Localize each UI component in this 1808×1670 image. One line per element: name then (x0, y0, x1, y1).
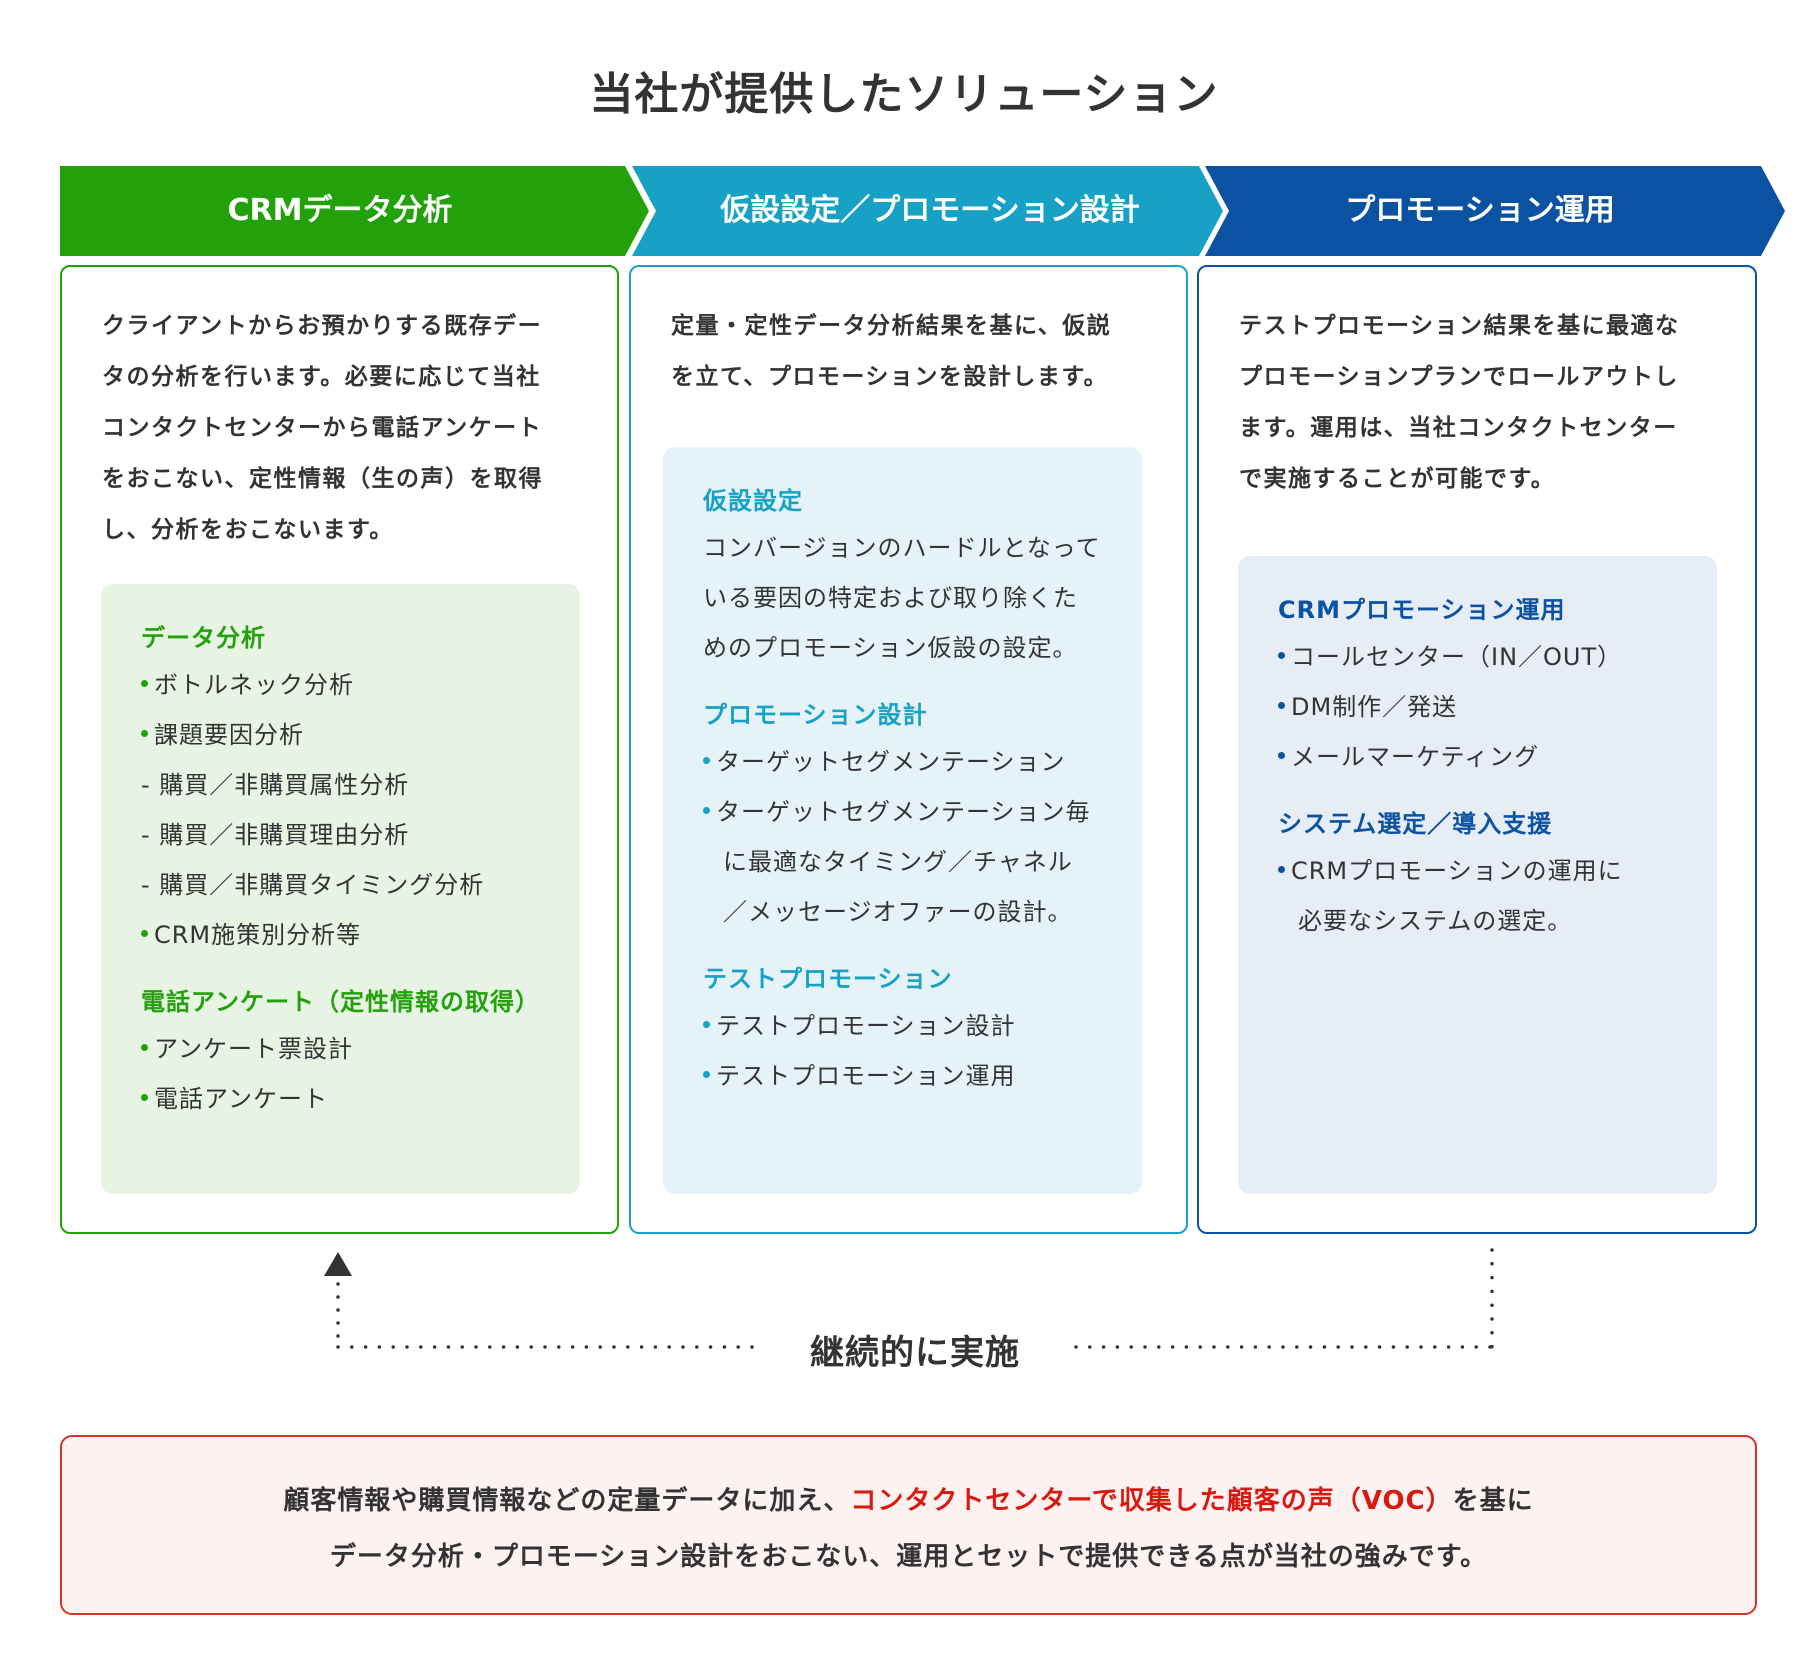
list-item: ボトルネック分析 (141, 660, 580, 710)
bullet-icon (1278, 865, 1285, 873)
bullet-icon (703, 1020, 710, 1028)
list-item: 電話アンケート (141, 1074, 580, 1124)
step-3-detail-box: CRMプロモーション運用 コールセンター（IN／OUT） DM制作／発送 メール… (1238, 556, 1717, 1194)
step-3-arrow (1205, 166, 1785, 256)
step-2-arrow (632, 166, 1223, 256)
desc-line: テストプロモーション結果を基に最適な (1239, 313, 1680, 339)
desc-line: プロモーションプランでロールアウトし (1239, 364, 1679, 390)
summary-text: を基に (1452, 1486, 1534, 1516)
bullet-icon (1278, 751, 1285, 759)
desc-line: ます。運用は、当社コンタクトセンター (1239, 415, 1678, 441)
step-3-panel: テストプロモーション結果を基に最適な プロモーションプランでロールアウトし ます… (1197, 265, 1757, 1234)
strength-summary-box: 顧客情報や購買情報などの定量データに加え、コンタクトセンターで収集した顧客の声（… (60, 1435, 1757, 1615)
desc-line: タの分析を行います。必要に応じて当社 (102, 364, 541, 390)
desc-line: をおこない、定性情報（生の声）を取得 (102, 466, 543, 492)
step-2-label: 仮設設定／プロモーション設計 (720, 193, 1140, 228)
list-item: ターゲットセグメンテーション毎 (703, 787, 1142, 837)
step-2-panel: 定量・定性データ分析結果を基に、仮説 を立て、プロモーションを設計します。 仮設… (629, 265, 1188, 1234)
arrow-up-icon (324, 1252, 352, 1276)
step-1-detail-box: データ分析 ボトルネック分析 課題要因分析 - 購買／非購買属性分析 - 購買／… (101, 584, 580, 1194)
section-heading: データ分析 (141, 624, 266, 652)
section-heading: システム選定／導入支援 (1278, 810, 1553, 838)
bullet-icon (703, 806, 710, 814)
bullet-icon (141, 1043, 148, 1051)
list-item: DM制作／発送 (1278, 682, 1717, 732)
bullet-icon (703, 756, 710, 764)
bullet-icon (1278, 701, 1285, 709)
section-heading: 仮設設定 (703, 487, 803, 515)
section-heading: CRMプロモーション運用 (1278, 596, 1566, 624)
list-item: CRMプロモーションの運用に (1278, 846, 1717, 896)
bullet-icon (703, 1070, 710, 1078)
list-item: ターゲットセグメンテーション (703, 737, 1142, 787)
process-arrow-band (60, 166, 1785, 256)
step-1-arrow (60, 166, 649, 256)
bullet-icon (141, 679, 148, 687)
list-item-continuation: 必要なシステムの選定。 (1298, 907, 1573, 935)
list-item-continuation: に最適なタイミング／チャネル (723, 848, 1073, 876)
bullet-icon (141, 1093, 148, 1101)
summary-text: 顧客情報や購買情報などの定量データに加え、 (283, 1486, 851, 1516)
list-item: 課題要因分析 (141, 710, 580, 760)
text-line: コンバージョンのハードルとなって (703, 534, 1101, 562)
step-1-label: CRMデータ分析 (227, 193, 453, 228)
section-heading: テストプロモーション (703, 965, 953, 993)
list-item: アンケート票設計 (141, 1024, 580, 1074)
text-line: いる要因の特定および取り除くた (703, 584, 1078, 612)
desc-line: クライアントからお預かりする既存デー (102, 313, 543, 339)
list-item: CRM施策別分析等 (141, 910, 580, 960)
list-item-continuation: ／メッセージオファーの設計。 (723, 898, 1073, 926)
section-heading: 電話アンケート（定性情報の取得） (141, 988, 541, 1016)
step-2-detail-box: 仮設設定 コンバージョンのハードルとなって いる要因の特定および取り除くた めの… (663, 447, 1142, 1194)
step-3-description: テストプロモーション結果を基に最適な プロモーションプランでロールアウトし ます… (1239, 301, 1680, 505)
list-item: メールマーケティング (1278, 732, 1717, 782)
list-item: テストプロモーション運用 (703, 1051, 1142, 1101)
bullet-icon (141, 729, 148, 737)
desc-line: を立て、プロモーションを設計します。 (671, 364, 1109, 390)
step-1-panel: クライアントからお預かりする既存デー タの分析を行います。必要に応じて当社 コン… (60, 265, 619, 1234)
desc-line: 定量・定性データ分析結果を基に、仮説 (671, 313, 1112, 339)
step-1-description: クライアントからお預かりする既存デー タの分析を行います。必要に応じて当社 コン… (102, 301, 543, 556)
sub-list-item: - 購買／非購買タイミング分析 (141, 871, 485, 899)
text-line: めのプロモーション仮設の設定。 (703, 634, 1078, 662)
list-item: テストプロモーション設計 (703, 1001, 1142, 1051)
step-3-label: プロモーション運用 (1345, 193, 1615, 228)
bullet-icon (141, 929, 148, 937)
loop-label: 継続的に実施 (810, 1333, 1020, 1373)
desc-line: コンタクトセンターから電話アンケート (102, 415, 543, 441)
loop-arrow (324, 1248, 1494, 1349)
step-2-description: 定量・定性データ分析結果を基に、仮説 を立て、プロモーションを設計します。 (671, 301, 1111, 403)
list-item: コールセンター（IN／OUT） (1278, 632, 1717, 682)
sub-list-item: - 購買／非購買理由分析 (141, 821, 410, 849)
bullet-icon (1278, 651, 1285, 659)
page-title: 当社が提供したソリューション (589, 69, 1219, 120)
desc-line: で実施することが可能です。 (1239, 466, 1556, 492)
summary-line-1: 顧客情報や購買情報などの定量データに加え、コンタクトセンターで収集した顧客の声（… (62, 1473, 1755, 1529)
summary-line-2: データ分析・プロモーション設計をおこない、運用とセットで提供できる点が当社の強み… (329, 1542, 1488, 1572)
desc-line: し、分析をおこないます。 (102, 517, 394, 543)
summary-highlight: コンタクトセンターで収集した顧客の声（VOC） (850, 1486, 1453, 1516)
sub-list-item: - 購買／非購買属性分析 (141, 771, 410, 799)
section-heading: プロモーション設計 (703, 701, 928, 729)
